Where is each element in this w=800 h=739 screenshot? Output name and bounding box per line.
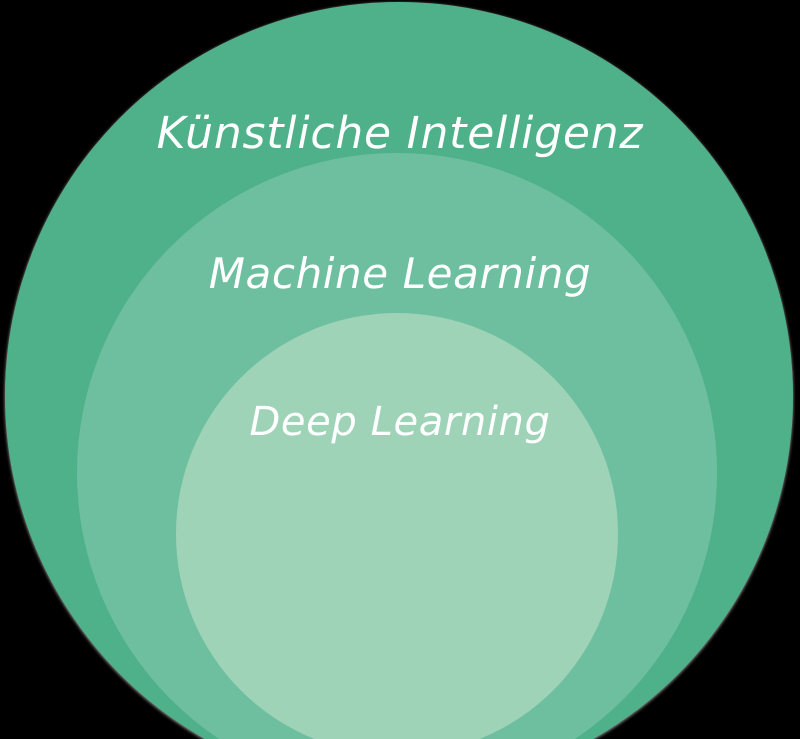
circle-deep-learning[interactable]	[176, 313, 618, 739]
